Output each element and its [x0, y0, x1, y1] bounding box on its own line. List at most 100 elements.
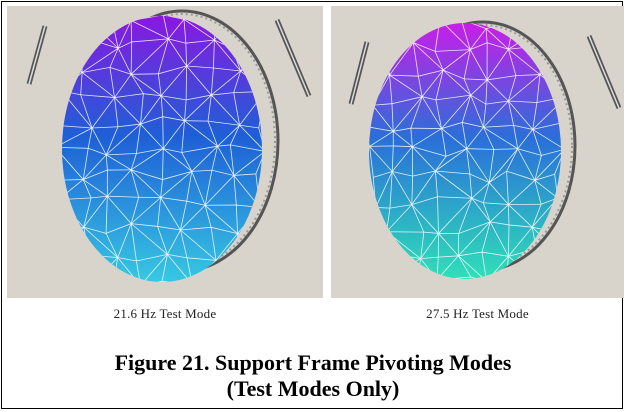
mesh-edge — [420, 256, 439, 260]
mesh-edge — [214, 11, 237, 13]
mesh-edge — [240, 39, 262, 72]
mesh-edge — [372, 105, 394, 132]
mesh-edge — [506, 148, 519, 172]
mesh-edge — [82, 148, 89, 180]
mesh-edge — [62, 16, 82, 43]
mesh-edge — [239, 124, 259, 129]
mesh-edge — [81, 47, 119, 73]
mesh-edge — [109, 48, 119, 68]
mesh-edge — [515, 74, 540, 77]
mesh-edge — [532, 129, 561, 150]
mesh-edge — [461, 122, 468, 149]
mesh-edge — [160, 95, 185, 121]
mesh-edge — [162, 116, 185, 122]
mesh-edge — [463, 49, 471, 79]
mesh-edge — [114, 280, 141, 282]
mode-panel-left — [7, 6, 323, 298]
mesh-edge — [507, 49, 517, 76]
mode-panel-right — [331, 6, 624, 298]
mesh-edge — [564, 22, 568, 52]
mesh-edge — [391, 146, 413, 172]
mesh-edge — [411, 204, 425, 233]
mesh-edge — [62, 146, 89, 149]
mesh-edge — [168, 38, 186, 44]
mesh-edge — [161, 95, 187, 101]
mesh-edge — [186, 39, 215, 67]
mesh-edge — [105, 233, 119, 258]
mesh-edge — [536, 96, 561, 103]
mesh-edge — [370, 47, 390, 76]
mesh-edge — [183, 19, 187, 44]
mesh-edge — [210, 227, 217, 261]
mesh-edge — [205, 280, 237, 282]
mesh-edge — [217, 145, 235, 176]
mesh-edge — [111, 16, 132, 21]
mesh-edge — [506, 274, 540, 279]
mesh-edge — [130, 223, 137, 262]
mesh-edge — [375, 171, 393, 208]
mesh-edge — [385, 42, 414, 46]
mesh-edge — [140, 93, 144, 125]
mesh-edge — [62, 259, 94, 282]
mesh-edge — [469, 49, 488, 81]
mesh-edge — [458, 221, 491, 257]
mesh-edge — [161, 254, 168, 282]
mesh-edge — [184, 120, 218, 147]
mesh-edge — [140, 116, 163, 125]
mesh-edge — [83, 197, 92, 228]
mesh-edge — [389, 74, 419, 77]
mesh-edge — [81, 16, 119, 49]
mesh-edge — [434, 51, 444, 71]
mesh-edge — [370, 26, 396, 49]
mesh-edge — [180, 226, 212, 231]
mesh-edge — [181, 145, 218, 153]
mesh-edge — [230, 144, 262, 152]
mesh-edge — [391, 171, 413, 205]
mesh-edge — [240, 65, 258, 72]
mesh-edge — [434, 170, 438, 197]
mesh-edge — [215, 260, 237, 282]
mesh-edge — [508, 74, 541, 102]
mesh-edge — [62, 127, 93, 148]
mesh-edge — [437, 196, 472, 199]
mesh-edge — [106, 154, 132, 171]
mesh-edge — [55, 126, 59, 148]
mesh-edge — [389, 42, 414, 76]
mesh-edge — [481, 251, 509, 257]
mesh-edge — [140, 95, 162, 125]
mesh-edge — [180, 204, 206, 231]
mesh-edge — [107, 195, 132, 224]
mesh-edge — [462, 122, 484, 128]
mesh-edge — [181, 120, 185, 153]
mesh-edge — [389, 254, 397, 277]
mesh-edge — [369, 146, 393, 172]
mesh-edge — [487, 75, 517, 81]
mode-shape-plot-21-6hz — [26, 9, 312, 282]
mesh-edge — [470, 95, 484, 128]
mesh-edge — [442, 69, 465, 80]
mesh-edge — [204, 205, 212, 228]
mesh-edge — [513, 125, 519, 149]
mesh-edge — [435, 49, 471, 52]
mesh-edge — [136, 148, 164, 154]
mesh-edge — [534, 155, 542, 181]
mesh-edge — [186, 65, 212, 96]
mesh-edge — [130, 73, 162, 97]
mesh-edge — [461, 95, 472, 123]
mesh-edge — [395, 26, 414, 43]
mesh-edge — [62, 276, 94, 282]
mesh-edge — [508, 224, 533, 228]
mesh-edge — [117, 48, 132, 75]
mesh-edge — [140, 280, 163, 282]
mesh-edge — [236, 277, 262, 282]
mesh-edge — [160, 171, 193, 198]
mesh-edge — [538, 275, 561, 279]
mesh-edge — [91, 195, 108, 199]
mesh-edge — [391, 103, 394, 132]
mesh-edge — [82, 179, 108, 197]
mesh-edge — [466, 126, 484, 149]
mesh-edge — [435, 70, 444, 100]
mesh-edge — [391, 145, 394, 172]
mesh-edge — [207, 120, 218, 147]
mesh-edge — [191, 145, 218, 172]
